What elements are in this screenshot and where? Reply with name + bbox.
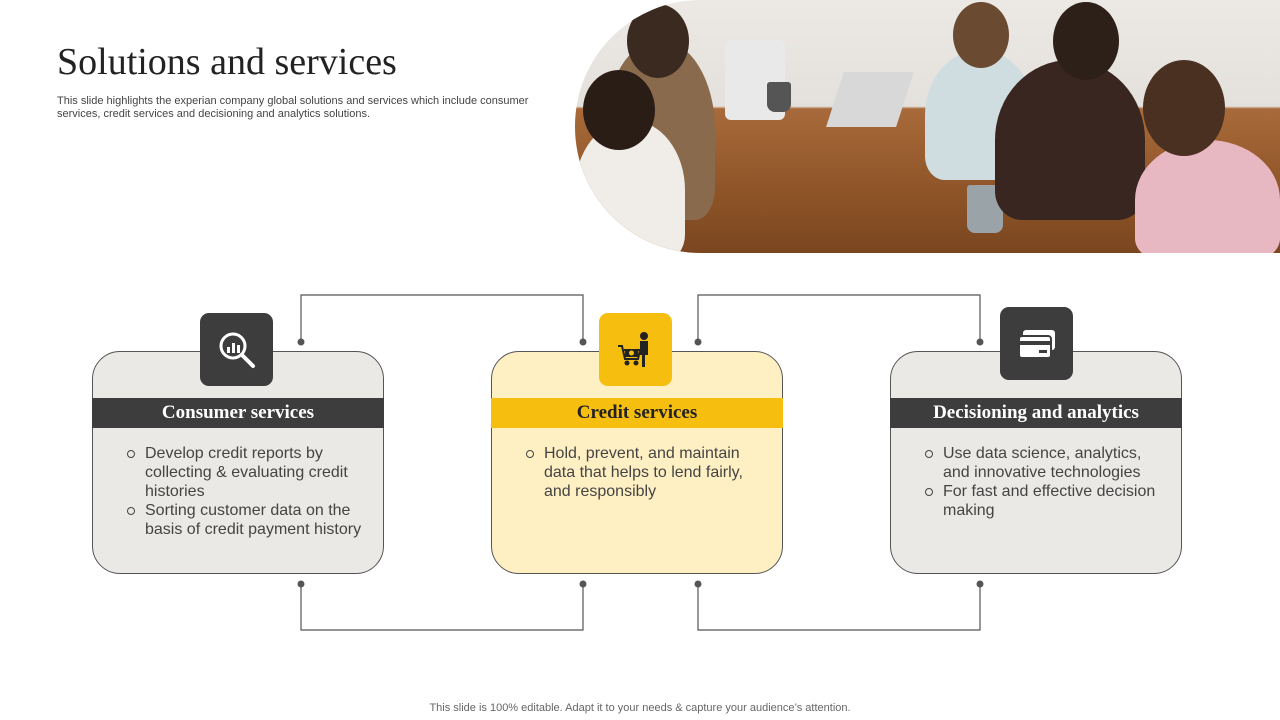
meeting-photo (575, 0, 1280, 253)
magnifier-chart-icon (200, 313, 273, 386)
card-title: Consumer services (92, 398, 384, 428)
bullet-list: Develop credit reports by collecting & e… (127, 444, 365, 539)
card-decisioning-analytics: Decisioning and analytics Use data scien… (890, 351, 1182, 574)
bullet-list: Hold, prevent, and maintain data that he… (526, 444, 764, 501)
list-item: Develop credit reports by collecting & e… (127, 444, 365, 501)
slide-title: Solutions and services (57, 41, 397, 83)
list-item: Sorting customer data on the basis of cr… (127, 501, 365, 539)
card-title: Decisioning and analytics (890, 398, 1182, 428)
bullet-list: Use data science, analytics, and innovat… (925, 444, 1163, 520)
slide-footer: This slide is 100% editable. Adapt it to… (429, 702, 851, 714)
list-item: Hold, prevent, and maintain data that he… (526, 444, 764, 501)
card-credit-services: Credit services Hold, prevent, and maint… (491, 351, 783, 574)
credit-cards-icon (1000, 307, 1073, 380)
card-title: Credit services (491, 398, 783, 428)
list-item: Use data science, analytics, and innovat… (925, 444, 1163, 482)
list-item: For fast and effective decision making (925, 482, 1163, 520)
card-consumer-services: Consumer services Develop credit reports… (92, 351, 384, 574)
shopping-cart-person-icon (599, 313, 672, 386)
slide-subtitle: This slide highlights the experian compa… (57, 95, 529, 120)
